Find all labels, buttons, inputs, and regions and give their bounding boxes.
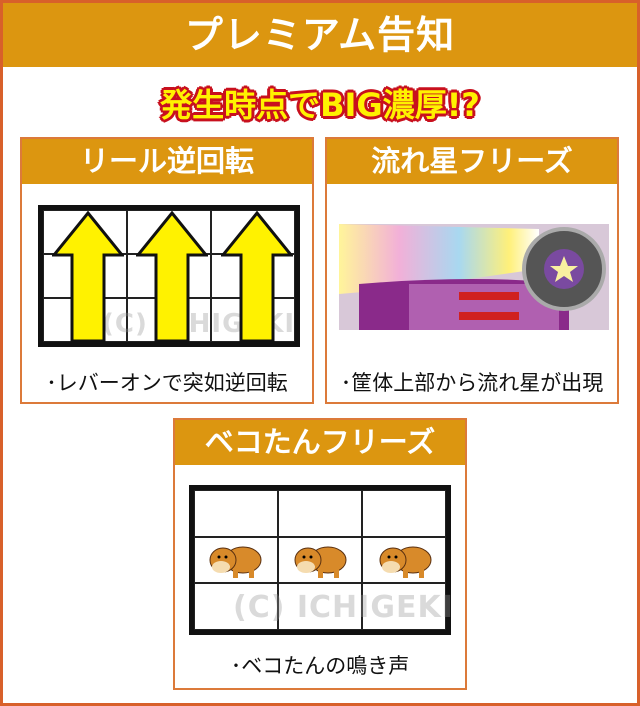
panel-beko-freeze: ベコたんフリーズ (C) ICHIGEKI ･ベコたんの鳴き声 xyxy=(173,418,467,690)
beko-cow-icon xyxy=(294,546,347,578)
up-arrow-icon xyxy=(136,211,208,343)
panel-shooting-star: 流れ星フリーズ ･筐体上部から流れ星が出現 xyxy=(325,137,619,404)
panel-title: ベコたんフリーズ xyxy=(175,420,465,465)
panel-title: リール逆回転 xyxy=(22,139,312,184)
subtitle: 発生時点でBIG濃厚!? xyxy=(160,86,480,124)
panel-caption: ･レバーオンで突如逆回転 xyxy=(46,371,288,395)
page-title: プレミアム告知 xyxy=(3,3,637,67)
watermark: (C) ICHIGEKI xyxy=(233,590,454,625)
up-arrow-icon xyxy=(52,211,124,343)
panel-reel-reverse: リール逆回転 (C) ICHIGEKI ･レバーオンで突如逆回転 xyxy=(20,137,314,404)
panel-caption: ･筐体上部から流れ星が出現 xyxy=(340,371,604,395)
panel-caption: ･ベコたんの鳴き声 xyxy=(230,654,410,678)
up-arrow-icon xyxy=(221,211,293,343)
beko-cow-icon xyxy=(209,546,262,578)
panel-title: 流れ星フリーズ xyxy=(327,139,617,184)
machine-top-image xyxy=(339,224,609,330)
beko-cow-icon xyxy=(379,546,432,578)
